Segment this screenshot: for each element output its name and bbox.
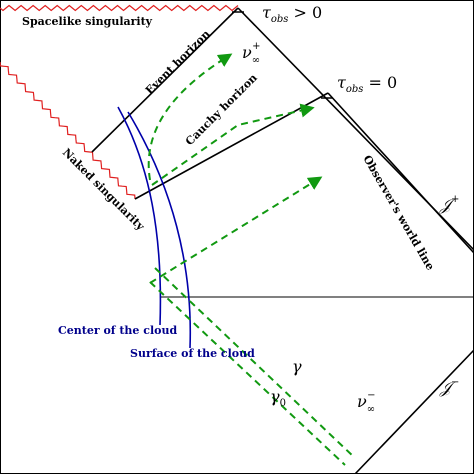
tau-obs-zero-label: τobs = 0 [337, 73, 397, 95]
center-of-cloud-label: Center of the cloud [58, 324, 177, 337]
observer-world-line [327, 92, 474, 254]
event-horizon-line [91, 7, 239, 153]
nu-infinity-minus-label: ν∞− [357, 390, 375, 415]
surface-of-cloud-curve [127, 111, 192, 349]
future-null-infinity-label: 𝒥+ [439, 194, 459, 214]
tau-obs-positive-label: τobs > 0 [262, 3, 322, 25]
spacelike-singularity-label: Spacelike singularity [22, 15, 153, 28]
naked-singularity-label: Naked singularity [60, 146, 147, 233]
past-null-infinity-edge [354, 349, 474, 474]
null-ray-to-observer [149, 176, 323, 284]
spacelike-singularity-zigzag [0, 4, 239, 12]
null-ray-gamma0 [149, 281, 346, 466]
surface-of-cloud-label: Surface of the cloud [130, 347, 255, 360]
cauchy-horizon-line [134, 92, 329, 200]
naked-singularity-zigzag [0, 61, 136, 200]
null-ray-gamma [154, 267, 356, 459]
gamma0-label: γ0 [270, 387, 286, 409]
nu-infinity-plus-label: ν∞+ [242, 41, 260, 66]
past-null-infinity-label: 𝒥− [439, 377, 459, 397]
event-horizon-label: Event horizon [143, 27, 213, 97]
gamma-label: γ [292, 357, 302, 376]
